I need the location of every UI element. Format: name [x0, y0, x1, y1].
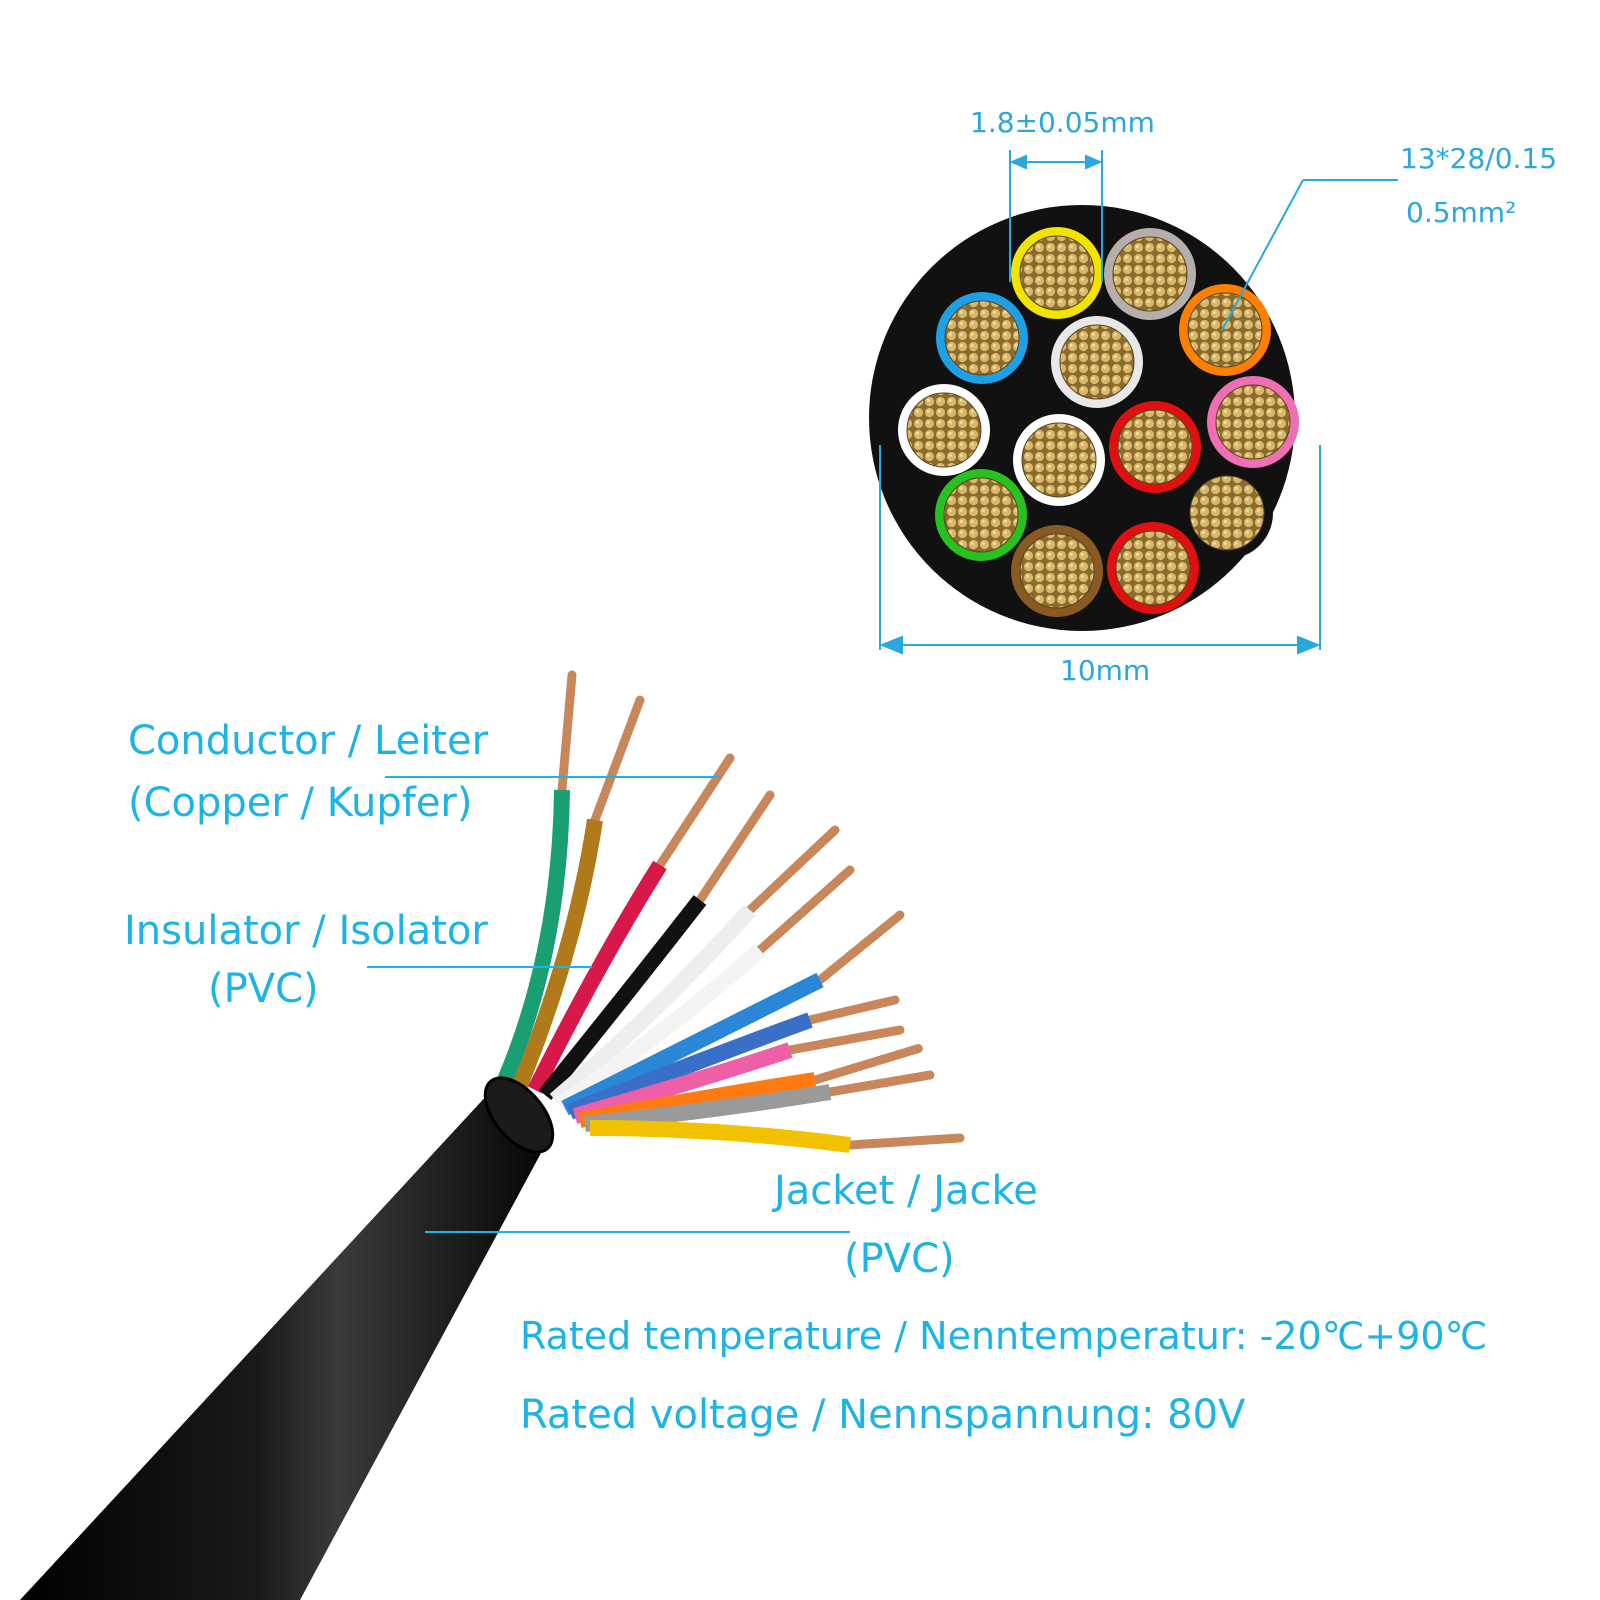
core-7	[1013, 414, 1105, 506]
copper-strand-tip	[695, 790, 775, 905]
wire-9	[572, 1025, 905, 1124]
wire-group	[497, 670, 965, 1153]
copper-strand-tip	[755, 865, 855, 955]
jacket-cut-end	[483, 1076, 555, 1154]
wire-2	[512, 695, 645, 1089]
core-conductor	[1115, 530, 1191, 606]
core-conductor	[1215, 384, 1291, 460]
wire-insulation	[549, 904, 756, 1107]
copper-strand-tip	[655, 753, 735, 870]
insulator-label: Insulator / Isolator	[124, 908, 488, 954]
copper-strand-tip	[805, 995, 900, 1025]
cable-body	[20, 670, 965, 1600]
core-1	[1011, 227, 1103, 319]
core-5	[1051, 316, 1143, 408]
jacket-label: Jacket / Jacke	[774, 1168, 1038, 1214]
dimension-lines	[879, 150, 1398, 655]
conductor-material-label: (Copper / Kupfer)	[128, 780, 473, 826]
strand-diameter-label: 1.8±0.05mm	[970, 106, 1155, 139]
wire-insulation	[527, 860, 667, 1094]
core-conductor	[944, 300, 1020, 376]
copper-strand-tip	[815, 910, 905, 985]
core-conductor	[1019, 533, 1095, 609]
wire-8	[567, 995, 900, 1120]
wire-insulation	[538, 895, 707, 1101]
copper-strand-tip	[785, 1025, 905, 1055]
wire-insulation	[561, 972, 824, 1116]
wire-insulation	[497, 789, 570, 1084]
core-13	[1181, 467, 1273, 559]
rated-temperature: Rated temperature / Nenntemperatur: -20℃…	[520, 1314, 1488, 1358]
jacket-material-label: (PVC)	[844, 1236, 955, 1282]
wire-6	[555, 865, 855, 1112]
core-12	[1107, 522, 1199, 614]
copper-strand-tip	[557, 670, 577, 795]
wire-insulation	[572, 1042, 793, 1124]
insulator-material-label: (PVC)	[208, 966, 319, 1012]
wire-12	[589, 1120, 965, 1153]
core-conductor	[1021, 422, 1097, 498]
core-group	[898, 227, 1299, 617]
wire-5	[549, 825, 840, 1107]
strand-spec-label: 13*28/0.15	[1400, 142, 1558, 175]
outer-diameter-label: 10mm	[1060, 654, 1151, 687]
conductor-label: Conductor / Leiter	[128, 718, 489, 764]
core-conductor	[1019, 235, 1095, 311]
core-6	[898, 384, 990, 476]
core-3	[1179, 284, 1271, 376]
core-conductor	[1117, 409, 1193, 485]
core-9	[1207, 376, 1299, 468]
core-conductor	[906, 392, 982, 468]
core-conductor	[943, 477, 1019, 553]
core-conductor	[1187, 292, 1263, 368]
core-11	[1011, 525, 1103, 617]
leader-lines	[367, 776, 850, 1233]
wire-4	[538, 790, 775, 1101]
core-10	[935, 469, 1027, 561]
cross-area-label: 0.5mm²	[1406, 196, 1517, 229]
copper-strand-tip	[845, 1133, 965, 1150]
core-conductor	[1112, 236, 1188, 312]
copper-strand-tip	[825, 1070, 935, 1097]
copper-strand-tip	[810, 1043, 925, 1085]
core-conductor	[1189, 475, 1265, 551]
core-2	[1104, 228, 1196, 320]
wire-insulation	[589, 1120, 852, 1153]
cross-section	[869, 205, 1299, 631]
copper-strand-tip	[745, 825, 840, 915]
wire-3	[527, 753, 735, 1094]
wire-insulation	[512, 818, 603, 1089]
cable-jacket	[20, 1088, 548, 1600]
wire-7	[561, 910, 905, 1116]
wire-insulation	[567, 1012, 813, 1120]
core-4	[936, 292, 1028, 384]
core-8	[1109, 401, 1201, 493]
wire-1	[497, 670, 577, 1084]
core-conductor	[1059, 324, 1135, 400]
rated-voltage: Rated voltage / Nennspannung: 80V	[520, 1392, 1246, 1438]
copper-strand-tip	[590, 695, 645, 825]
wire-insulation	[555, 944, 766, 1112]
